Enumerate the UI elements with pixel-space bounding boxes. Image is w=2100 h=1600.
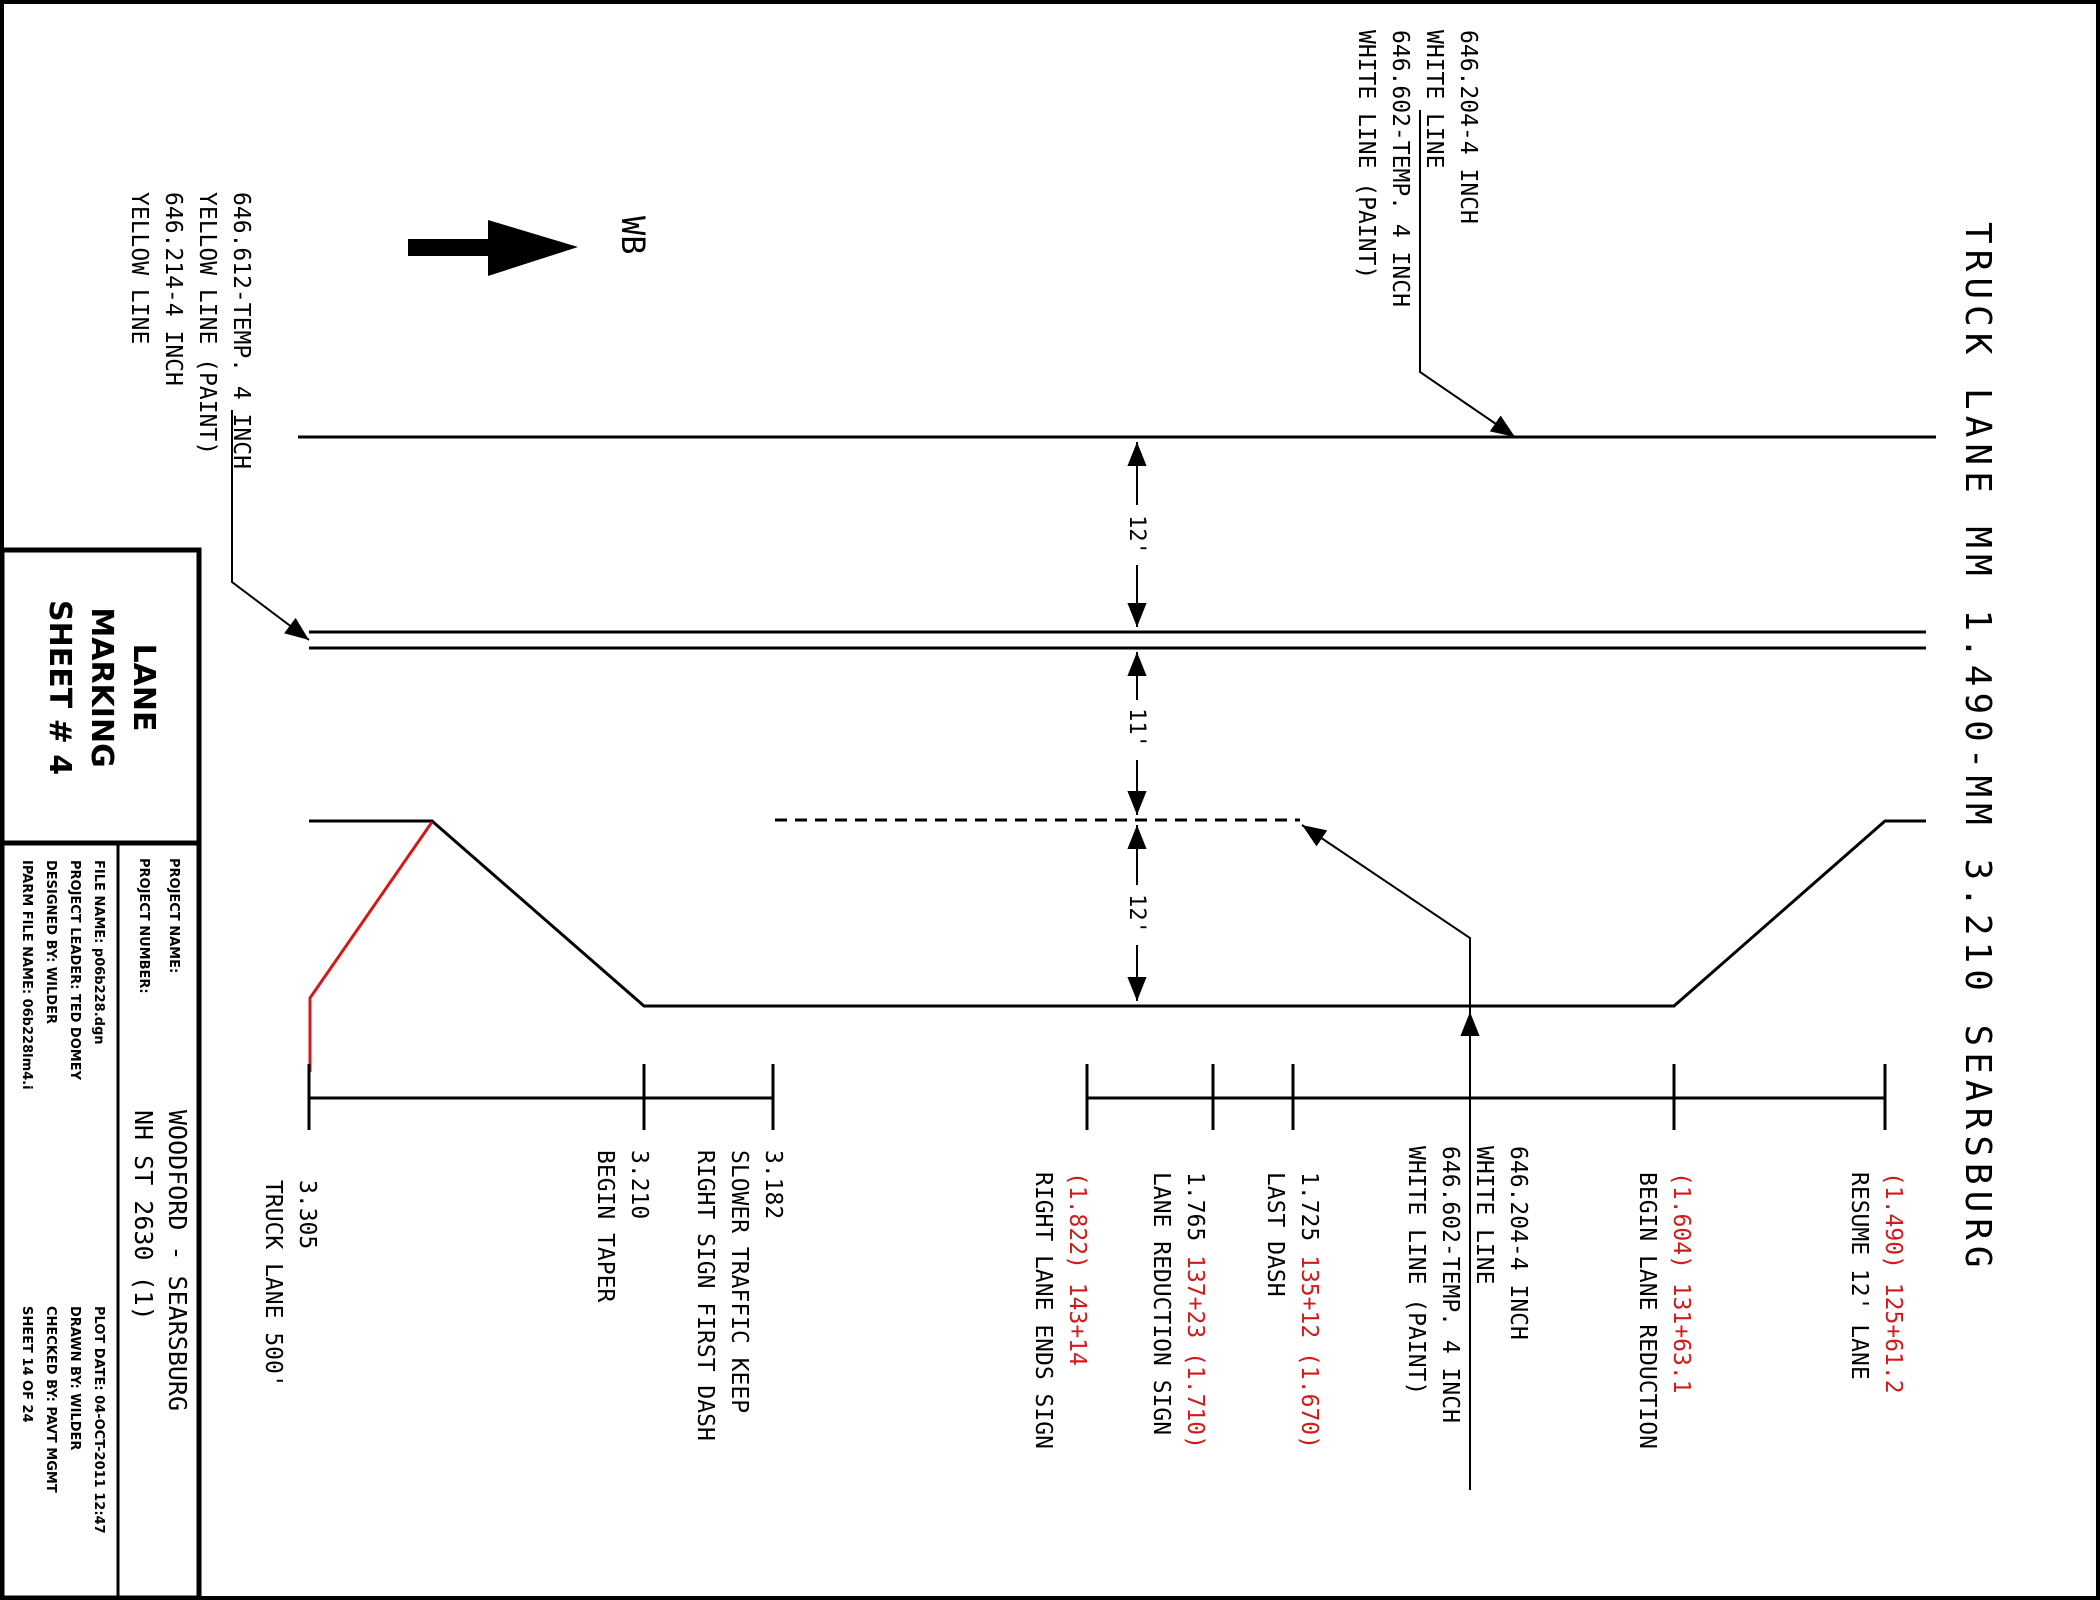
station-mm-alt: (1.710) <box>1182 1352 1208 1449</box>
callout-line: WHITE LINE <box>1421 30 1447 169</box>
station-mm: (1.490) <box>1880 1172 1906 1269</box>
callout-line: WHITE LINE <box>1471 1146 1497 1285</box>
file-name: FILE NAME: p06b228.dgn <box>91 860 106 1045</box>
project-number-label: PROJECT NUMBER: <box>136 858 151 994</box>
station-sta: 131+63.1 <box>1668 1282 1694 1394</box>
station-note: RIGHT LANE ENDS SIGN <box>1030 1172 1056 1449</box>
project-labels: PROJECT NAME: PROJECT NUMBER: <box>128 858 188 994</box>
station-sta: 125+61.2 <box>1880 1282 1906 1394</box>
project-leader: PROJECT LEADER: TED DOMEY <box>67 860 82 1081</box>
callout-line: 646.204-4 INCH <box>1455 30 1481 224</box>
sheet-title-line: MARKING <box>84 607 119 768</box>
callout-line: YELLOW LINE <box>126 192 152 345</box>
dimension-label-12ft-bottom: 12' <box>1124 894 1149 934</box>
top-white-callout-leader <box>1419 110 1516 438</box>
project-number: NH ST 2630 (1) <box>129 1110 158 1321</box>
station-sta: 135+12 <box>1296 1255 1322 1339</box>
station-label: 1.765 137+23 (1.710) LANE REDUCTION SIGN <box>1144 1172 1212 1449</box>
callout-line: WHITE LINE (PAINT) <box>1403 1146 1429 1396</box>
plot-date: PLOT DATE: 04-OCT-2011 12:47 <box>91 1306 106 1534</box>
station-mm: 3.182 <box>760 1150 786 1220</box>
red-taper-line <box>308 821 434 1072</box>
callout-line: 646.602-TEMP. 4 INCH <box>1437 1146 1463 1423</box>
station-mm-alt: (1.670) <box>1296 1352 1322 1449</box>
station-label: 1.725 135+12 (1.670) LAST DASH <box>1258 1172 1326 1449</box>
callout-line: 646.204-4 INCH <box>1505 1146 1531 1340</box>
drawing-title: TRUCK LANE MM 1.490-MM 3.210 SEARSBURG <box>1957 222 1998 1274</box>
direction-label: WB <box>614 216 652 255</box>
station-note: TRUCK LANE 500' <box>260 1180 286 1388</box>
station-mm: (1.604) <box>1668 1172 1694 1269</box>
yellow-callout-leader <box>231 410 310 641</box>
callout-line: 646.612-TEMP. 4 INCH <box>228 192 254 469</box>
callout-line: WHITE LINE (PAINT) <box>1353 30 1379 280</box>
station-note: BEGIN LANE REDUCTION <box>1634 1172 1660 1449</box>
truck-lane-outline <box>309 819 1926 1008</box>
station-note: SLOWER TRAFFIC KEEP <box>726 1150 752 1414</box>
station-label: 3.182 SLOWER TRAFFIC KEEP RIGHT SIGN FIRST… <box>688 1150 790 1441</box>
dimension-label-11ft: 11' <box>1124 708 1149 748</box>
project-details-right: PLOT DATE: 04-OCT-2011 12:47 DRAWN BY: WI… <box>14 1306 110 1534</box>
sheet-number: SHEET 14 OF 24 <box>19 1306 34 1423</box>
station-mm: 3.305 <box>294 1180 320 1250</box>
checked-by: CHECKED BY: PAVT MGMT <box>43 1306 58 1493</box>
project-name-label: PROJECT NAME: <box>166 858 181 974</box>
callout-line: 646.214-4 INCH <box>160 192 186 386</box>
callout-line: YELLOW LINE (PAINT) <box>194 192 220 456</box>
dashed-line-leader <box>1301 824 1471 1012</box>
station-label: 3.305 TRUCK LANE 500' <box>256 1180 324 1388</box>
sheet-title-line: LANE <box>126 643 161 732</box>
station-mm: (1.822) <box>1064 1172 1090 1269</box>
station-sta: 137+23 <box>1182 1255 1208 1339</box>
station-sta: 143+14 <box>1064 1282 1090 1366</box>
top-white-callout: 646.204-4 INCH WHITE LINE 646.602-TEMP. 4 … <box>1349 30 1485 307</box>
callout-line: 646.602-TEMP. 4 INCH <box>1387 30 1413 307</box>
title-block <box>0 547 202 1600</box>
station-note: RESUME 12' LANE <box>1846 1172 1872 1380</box>
station-note: BEGIN TAPER <box>592 1150 618 1303</box>
iparm-file-name: IPARM FILE NAME: 06b228lm4.i <box>19 860 34 1090</box>
yellow-callout: 646.612-TEMP. 4 INCH YELLOW LINE (PAINT) 6… <box>122 192 258 469</box>
station-mm: 3.210 <box>626 1150 652 1220</box>
arrow-right-icon <box>408 220 578 276</box>
station-note: RIGHT SIGN FIRST DASH <box>692 1150 718 1441</box>
station-label: (1.822) 143+14 RIGHT LANE ENDS SIGN <box>1026 1172 1094 1449</box>
station-mm: 1.725 <box>1296 1172 1322 1242</box>
project-details-left: FILE NAME: p06b228.dgn PROJECT LEADER: TE… <box>14 860 110 1090</box>
station-note: LANE REDUCTION SIGN <box>1148 1172 1174 1436</box>
station-label: 3.210 BEGIN TAPER <box>588 1150 656 1302</box>
lower-white-callout: 646.204-4 INCH WHITE LINE 646.602-TEMP. 4 … <box>1399 1146 1535 1423</box>
station-mm: 1.765 <box>1182 1172 1208 1242</box>
designed-by: DESIGNED BY: WILDER <box>43 860 58 1024</box>
station-label: (1.490) 125+61.2 RESUME 12' LANE <box>1842 1172 1910 1394</box>
sheet-title-line: SHEET # 4 <box>42 600 77 776</box>
station-note: LAST DASH <box>1262 1172 1288 1297</box>
project-name: WOODFORD - SEARSBURG <box>163 1110 192 1412</box>
dimension-label-12ft-top: 12' <box>1124 515 1149 555</box>
station-label: (1.604) 131+63.1 BEGIN LANE REDUCTION <box>1630 1172 1698 1449</box>
drawn-by: DRAWN BY: WILDER <box>67 1306 82 1451</box>
